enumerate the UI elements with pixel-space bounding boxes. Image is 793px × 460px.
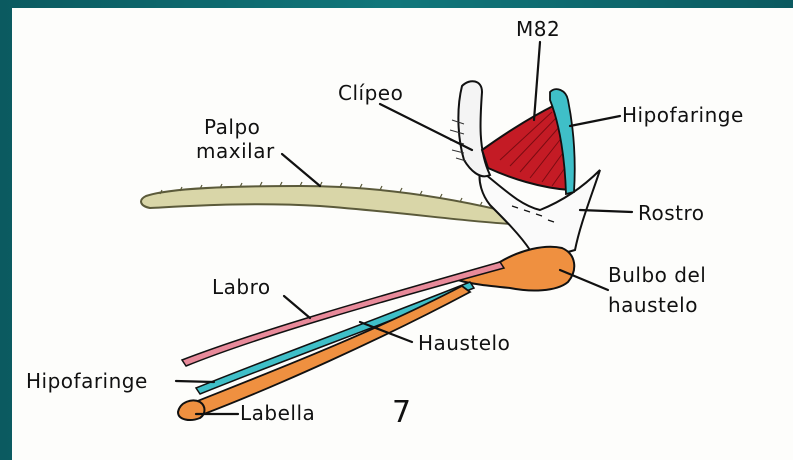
label-maxilar: maxilar: [196, 139, 275, 163]
leader-rostro: [580, 210, 632, 212]
label-hipofaringe-top: Hipofaringe: [622, 103, 744, 127]
labella: [178, 400, 205, 420]
label-haustelo-bulb: haustelo: [608, 293, 698, 317]
label-labro: Labro: [212, 275, 271, 299]
leader-hipofaringe-bottom: [176, 381, 214, 382]
label-bulbo: Bulbo del: [608, 263, 706, 287]
figure-number: 7: [392, 395, 412, 430]
leader-labro: [284, 296, 310, 318]
label-palpo: Palpo: [204, 115, 260, 139]
label-rostro: Rostro: [638, 201, 705, 225]
label-haustelo: Haustelo: [418, 331, 510, 355]
label-hipofaringe-bottom: Hipofaringe: [26, 369, 148, 393]
label-clipeo: Clípeo: [338, 81, 403, 105]
leader-palpo: [282, 154, 320, 186]
label-m82: M82: [516, 17, 560, 41]
leader-m82: [534, 42, 540, 120]
label-labella: Labella: [240, 401, 315, 425]
maxillary-palp: [141, 186, 516, 224]
leader-hipofaringe-top: [570, 116, 620, 126]
